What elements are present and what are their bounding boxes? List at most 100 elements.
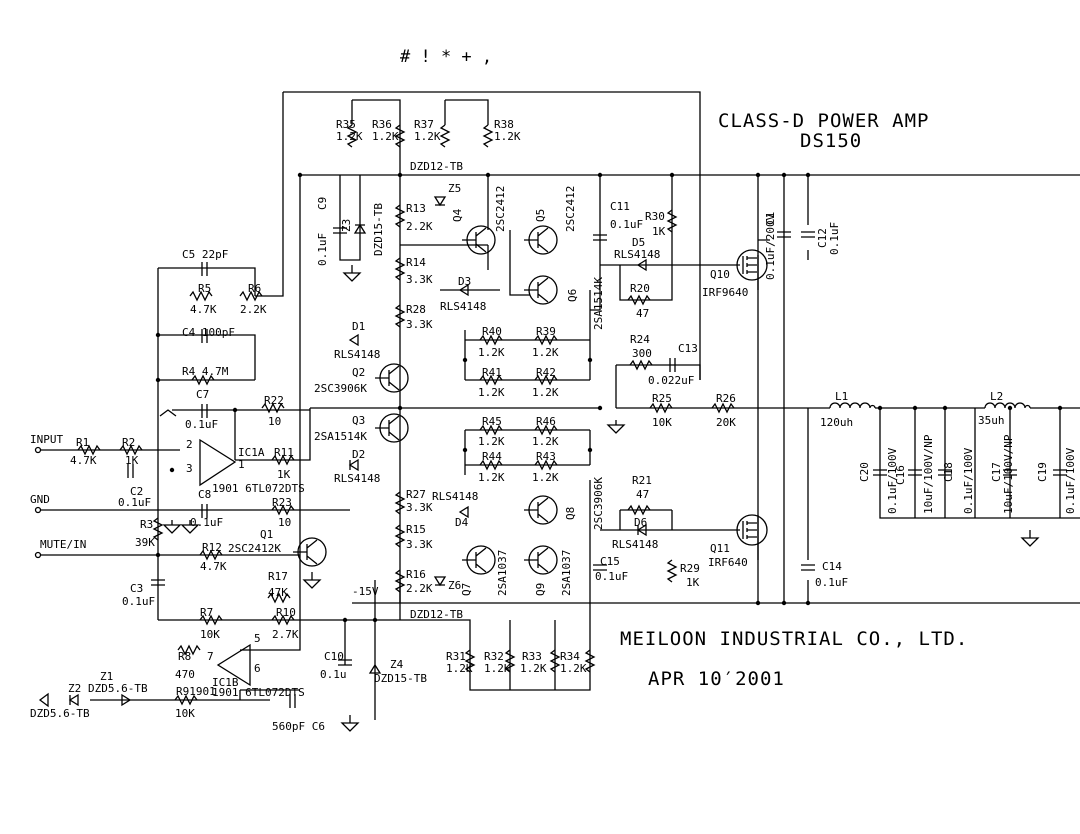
q9-part: 2SA1037 <box>560 550 573 596</box>
q2-part: 2SC3906K <box>314 382 367 395</box>
title-line2: DS150 <box>800 130 862 152</box>
opamp-symbols <box>199 438 251 687</box>
q5-part: 2SC2412 <box>564 186 577 232</box>
net-label-dzd12-bottom: DZD12-TB <box>410 608 463 621</box>
schematic-date: APR 10′2001 <box>648 668 785 690</box>
r9-value: 10K <box>175 707 195 720</box>
q5-name: Q5 <box>534 209 547 222</box>
c13-name: C13 <box>678 342 698 355</box>
z4-part: DZD15-TB <box>374 672 427 685</box>
r4-label: R4 4.7M <box>182 365 229 378</box>
c1-name: C1 <box>764 212 777 225</box>
net-label-input: INPUT <box>30 433 63 446</box>
r26-value: 20K <box>716 416 736 429</box>
c17-name: C17 <box>990 462 1003 482</box>
r9-name: R91901 <box>176 685 216 698</box>
pin-5: 5 <box>254 632 261 645</box>
r21-value: 47 <box>636 488 649 501</box>
q10-name: Q10 <box>710 268 730 281</box>
r7-name: R7 <box>200 606 213 619</box>
r36-value: 1.2K <box>372 130 399 143</box>
d5-part: RLS4148 <box>614 248 660 261</box>
r12-name: R12 <box>202 541 222 554</box>
q3-part: 2SA1514K <box>314 430 367 443</box>
r5-name: R5 <box>198 282 211 295</box>
r15-value: 3.3K <box>406 538 433 551</box>
c20-name: C20 <box>858 462 871 482</box>
q8-part: 2SC3906K <box>592 477 605 530</box>
r11-value: 1K <box>277 468 291 481</box>
d3-name: D3 <box>458 275 471 288</box>
r13-value: 2.2K <box>406 220 433 233</box>
z5-name: Z5 <box>448 182 461 195</box>
r22-name: R22 <box>264 394 284 407</box>
q11-part: IRF640 <box>708 556 748 569</box>
r26-name: R26 <box>716 392 736 405</box>
q6-name: Q6 <box>566 289 579 302</box>
r15-name: R15 <box>406 523 426 536</box>
c18-value: 0.1uF/100V <box>962 447 975 514</box>
r29-name: R29 <box>680 562 700 575</box>
r46-name: R46 <box>536 415 556 428</box>
company-name: MEILOON INDUSTRIAL CO., LTD. <box>620 628 968 650</box>
c19-value: 0.1uF/100V <box>1064 447 1077 514</box>
r27-name: R27 <box>406 488 426 501</box>
c18-name: C18 <box>942 462 955 482</box>
c10-name: C10 <box>324 650 344 663</box>
r6-name: R6 <box>248 282 261 295</box>
net-label-mute: MUTE/IN <box>40 538 86 551</box>
c13-value: 0.022uF <box>648 374 694 387</box>
r20-value: 47 <box>636 307 649 320</box>
r30-name: R30 <box>645 210 665 223</box>
r46-value: 1.2K <box>532 435 559 448</box>
r8-value: 470 <box>175 668 195 681</box>
r7-value: 10K <box>200 628 220 641</box>
r23-value: 10 <box>278 516 291 529</box>
c10-value: 0.1u <box>320 668 347 681</box>
r10-value: 2.7K <box>272 628 299 641</box>
c3-value: 0.1uF <box>122 595 155 608</box>
c8-name: C8 <box>198 488 211 501</box>
c9-value: 0.1uF <box>316 233 329 266</box>
capacitor-symbols <box>127 227 1067 708</box>
r2-name: R2 <box>122 436 135 449</box>
pin-3: 3 <box>186 462 193 475</box>
d6-part: RLS4148 <box>612 538 658 551</box>
r1-value: 4.7K <box>70 454 97 467</box>
r20-name: R20 <box>630 282 650 295</box>
q4-name: Q4 <box>451 208 464 222</box>
r8-name: R8 <box>178 650 191 663</box>
d5-name: D5 <box>632 236 645 249</box>
d3-part: RLS4148 <box>440 300 486 313</box>
d1-name: D1 <box>352 320 365 333</box>
d6-name: D6 <box>634 516 647 529</box>
r23-name: R23 <box>272 496 292 509</box>
z6-name: Z6 <box>448 579 461 592</box>
net-label-dzd12-top: DZD12-TB <box>410 160 463 173</box>
c16-value: 10uF/100V/NP <box>922 434 935 514</box>
diode-symbols <box>68 196 647 707</box>
r38-value: 1.2K <box>494 130 521 143</box>
title-line1: CLASS-D POWER AMP <box>718 110 929 132</box>
q4-part: 2SC2412 <box>494 186 507 232</box>
net-label-gnd: GND <box>30 493 50 506</box>
r34-name: R34 <box>560 650 580 663</box>
r6-value: 2.2K <box>240 303 267 316</box>
r24-name: R24 <box>630 333 650 346</box>
l2-name: L2 <box>990 390 1003 403</box>
r27-value: 3.3K <box>406 501 433 514</box>
r16-name: R16 <box>406 568 426 581</box>
c12-name: C12 <box>816 228 829 248</box>
c19-name: C19 <box>1036 462 1049 482</box>
r14-name: R14 <box>406 256 426 269</box>
c3-name: C3 <box>130 582 143 595</box>
r45-name: R45 <box>482 415 502 428</box>
c4-label: C4 100pF <box>182 326 235 339</box>
c12-value: 0.1uF <box>828 222 841 255</box>
r21-name: R21 <box>632 474 652 487</box>
c2-value: 0.1uF <box>118 496 151 509</box>
q1-part: 2SC2412K <box>228 542 281 555</box>
r3-name: R3 <box>140 518 153 531</box>
r37-value: 1.2K <box>414 130 441 143</box>
q1-name: Q1 <box>260 528 273 541</box>
